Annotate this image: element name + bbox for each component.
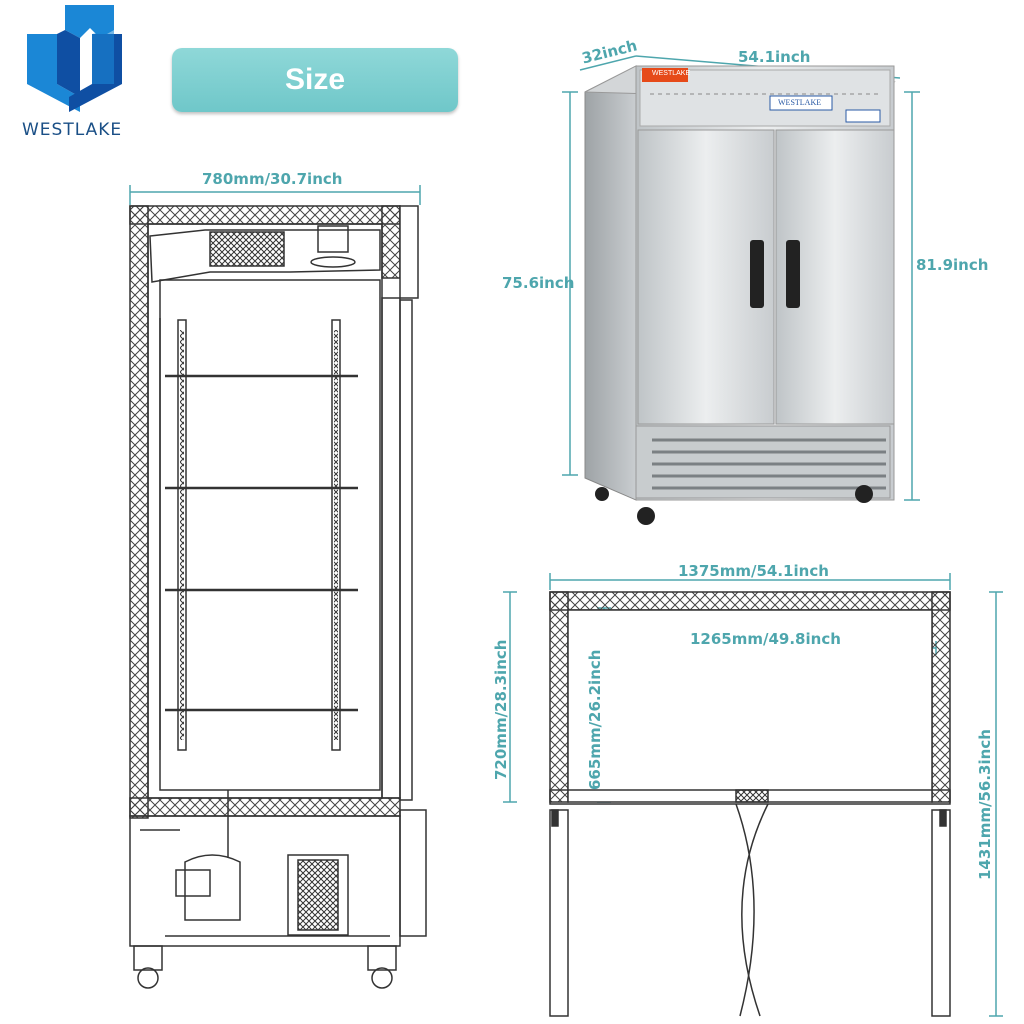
panel-brand-label: WESTLAKE <box>778 98 822 107</box>
westlake-logo-icon <box>27 5 122 112</box>
top-outer-width-label: 1375mm/54.1inch <box>678 562 829 580</box>
photo-width-label: 54.1inch <box>738 48 811 66</box>
top-door-open-depth-label: 1431mm/56.3inch <box>976 729 994 880</box>
size-header-label: Size <box>284 63 346 96</box>
top-inner-depth-label: 665mm/26.2inch <box>586 649 604 790</box>
photo-total-height-label: 81.9inch <box>916 256 989 274</box>
corner-brand-label: WESTLAKE <box>652 70 691 77</box>
front-width-dimension-line <box>129 185 421 205</box>
top-inner-width-label: 1265mm/49.8inch <box>690 630 841 648</box>
size-header-pill: Size <box>172 48 458 112</box>
photo-height-label: 75.6inch <box>502 274 575 292</box>
front-width-label: 780mm/30.7inch <box>202 170 343 188</box>
top-view-open-doors <box>549 803 951 1017</box>
top-outer-depth-label: 720mm/28.3inch <box>492 639 510 780</box>
brand-name: WESTLAKE <box>22 120 123 140</box>
rail-slots <box>180 330 338 740</box>
top-view-walls <box>549 591 951 805</box>
